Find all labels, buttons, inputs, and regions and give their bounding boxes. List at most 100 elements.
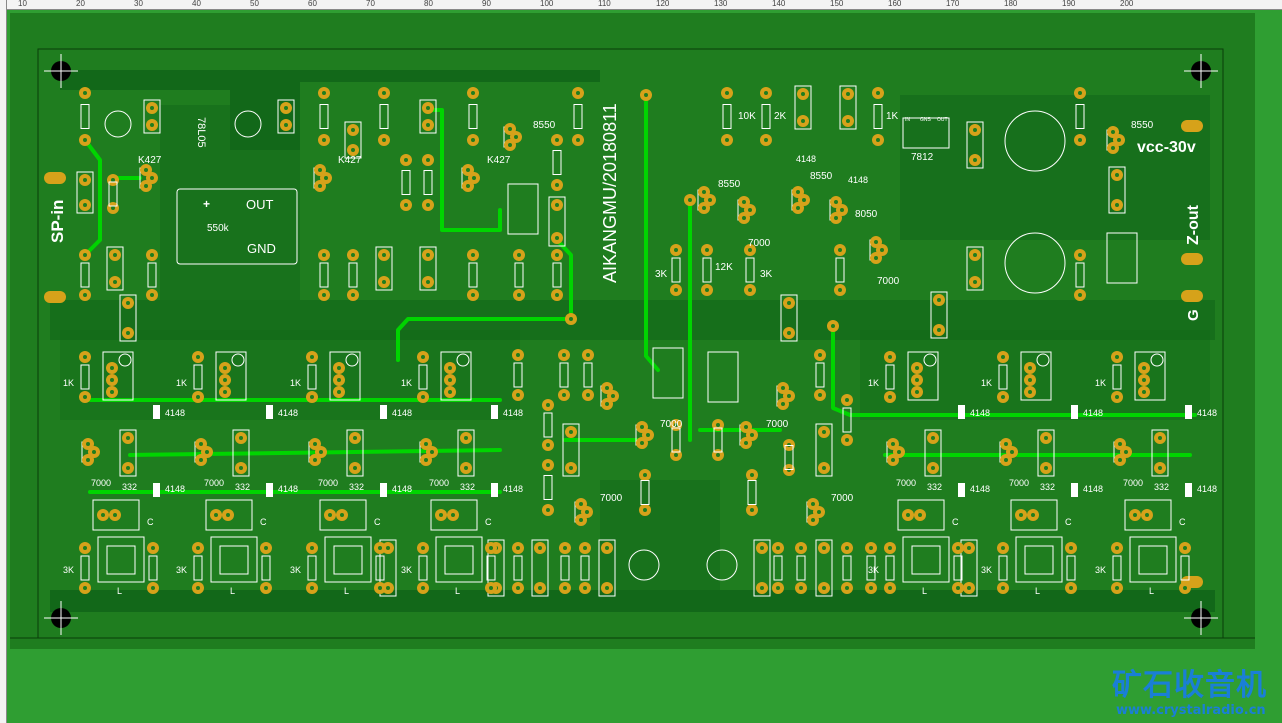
capacitor-outline — [562, 423, 580, 477]
diode-body — [380, 405, 387, 419]
channel-332-label: 332 — [1040, 482, 1055, 492]
resistor-outline — [379, 104, 389, 129]
channel-4148-label-2: 4148 — [392, 484, 412, 494]
resistor-outline — [552, 262, 562, 288]
capacitor-outline — [487, 539, 505, 597]
mounting-holes — [44, 54, 1218, 635]
pad-z-out — [1181, 253, 1203, 265]
channel-capacitor-c — [1124, 499, 1172, 531]
cap-electrolytic-2 — [234, 110, 262, 138]
label-8550-2: 8550 — [718, 179, 741, 190]
ruler-tick: 130 — [714, 0, 728, 8]
ruler-tick: 150 — [830, 0, 844, 8]
channel-332-label: 332 — [349, 482, 364, 492]
resistor-outline — [108, 181, 118, 207]
resistor-outline — [193, 555, 203, 581]
channel-4148-label: 4148 — [1197, 408, 1217, 418]
resistor-outline — [885, 364, 895, 390]
g-label: G — [1185, 309, 1202, 321]
ruler-tick: 180 — [1004, 0, 1018, 8]
channel-7000-label: 7000 — [318, 478, 338, 488]
resistor-outline — [1075, 262, 1085, 288]
resistor-outline — [80, 104, 90, 129]
module-value: 550k — [207, 223, 230, 234]
watermark-url: www.crystalradio.cn — [1116, 703, 1266, 718]
diode-body — [266, 483, 273, 497]
capacitor-outline — [815, 539, 833, 597]
ruler-tick: 160 — [888, 0, 902, 8]
resistor-outline — [552, 150, 562, 175]
channel-1k-label: 1K — [176, 378, 187, 388]
channel-l-label: L — [455, 586, 460, 596]
resistor-outline — [866, 555, 876, 581]
channel-7000-label: 7000 — [896, 478, 916, 488]
channel-4148-label: 4148 — [970, 408, 990, 418]
channel-3k-label: 3K — [981, 565, 992, 575]
capacitor-outline — [794, 85, 812, 130]
label-k427-2: K427 — [338, 155, 362, 166]
resistor-outline — [953, 555, 963, 581]
channel-inductor — [324, 536, 372, 583]
diode-body — [153, 405, 160, 419]
channel-3k-label: 3K — [63, 565, 74, 575]
ruler-tick: 30 — [134, 0, 143, 8]
channel-4148-label-2: 4148 — [503, 484, 523, 494]
cap-large-2 — [1004, 232, 1066, 294]
channel-capacitor-c — [205, 499, 253, 531]
cap-large-1 — [1004, 110, 1066, 172]
capacitor-outline — [1108, 166, 1126, 214]
resistor-outline — [998, 555, 1008, 581]
ruler-tick: 10 — [18, 0, 27, 8]
resistor-outline — [193, 364, 203, 390]
resistor-outline — [418, 364, 428, 390]
capacitor-outline — [419, 99, 437, 134]
resistor-outline — [784, 445, 794, 470]
resistor-outline — [796, 555, 806, 581]
channel-4148-label-2: 4148 — [1083, 484, 1103, 494]
resistor-outline — [468, 104, 478, 129]
resistor-outline — [671, 257, 681, 283]
label-3k-1: 3K — [655, 269, 668, 280]
diode-body — [1185, 405, 1192, 419]
channel-trimmer — [1134, 351, 1166, 401]
resistor-outline — [885, 555, 895, 581]
channel-332-label: 332 — [235, 482, 250, 492]
resistor-outline — [401, 170, 411, 195]
resistor-outline — [640, 480, 650, 505]
resistor-outline — [842, 555, 852, 581]
label-8550-3: 8550 — [810, 171, 833, 182]
label-center-7000-1: 7000 — [660, 419, 683, 430]
capacitor-outline — [780, 294, 798, 342]
channel-c-label: C — [1179, 517, 1186, 527]
channel-4148-label-2: 4148 — [278, 484, 298, 494]
channel-capacitor-c — [430, 499, 478, 531]
reg-pin-out: OUT — [937, 117, 948, 123]
capacitor-outline — [344, 121, 362, 159]
trimmer-3 — [707, 351, 739, 403]
trimmer-1 — [507, 183, 539, 235]
resistor-outline — [80, 364, 90, 390]
channel-inductor — [1129, 536, 1177, 583]
ruler-tick: 120 — [656, 0, 670, 8]
label-8050: 8050 — [855, 209, 878, 220]
resistor-outline — [745, 257, 755, 283]
channel-3k-label: 3K — [176, 565, 187, 575]
ruler-tick: 70 — [366, 0, 375, 8]
channel-c-label: C — [485, 517, 492, 527]
ruler-tick: 50 — [250, 0, 259, 8]
resistor-outline — [583, 362, 593, 388]
channel-inductor — [902, 536, 950, 583]
channel-4148-label: 4148 — [278, 408, 298, 418]
capacitor-outline — [966, 246, 984, 291]
label-8550-4: 8550 — [1131, 120, 1154, 131]
label-center-7000-2: 7000 — [766, 419, 789, 430]
channel-trimmer — [1020, 351, 1052, 401]
resistor-outline — [1066, 555, 1076, 581]
sp-in-label: SP-in — [48, 200, 67, 243]
resistor-outline — [761, 104, 771, 129]
channel-trimmer — [440, 351, 472, 401]
resistor-outline — [560, 555, 570, 581]
resistor-outline — [148, 555, 158, 581]
